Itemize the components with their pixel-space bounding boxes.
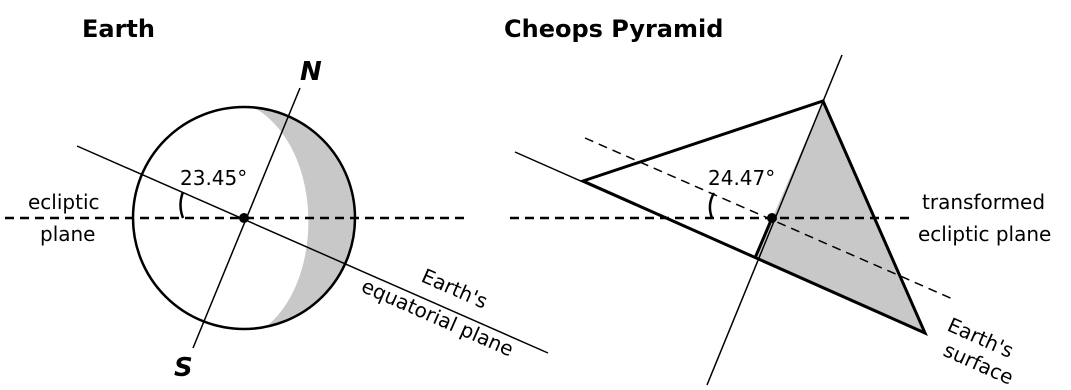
pyramid-panel: Cheops Pyramid 24.47° transformed eclipt… xyxy=(504,15,1051,390)
north-label: N xyxy=(300,57,322,87)
earth-ecliptic-label-1: ecliptic xyxy=(28,190,100,214)
earth-shadow xyxy=(255,107,355,329)
earth-angle-arc xyxy=(179,191,185,219)
earth-angle-label: 23.45° xyxy=(180,166,247,190)
south-label: S xyxy=(174,353,193,383)
earth-center-dot xyxy=(239,213,249,223)
pyramid-angle-label: 24.47° xyxy=(708,166,775,190)
pyramid-center-dot xyxy=(767,213,777,223)
earth-ecliptic-label-2: plane xyxy=(40,222,96,246)
pyramid-angle-arc xyxy=(708,192,716,219)
pyramid-title: Cheops Pyramid xyxy=(504,15,723,43)
pyramid-ecliptic-label-2: ecliptic plane xyxy=(918,222,1051,246)
earth-panel: Earth N S 23.45° ecliptic plane Earth's … xyxy=(5,15,549,383)
earth-title: Earth xyxy=(82,15,155,43)
earth-equatorial-line xyxy=(76,145,549,354)
pyramid-ecliptic-label-1: transformed xyxy=(922,190,1045,214)
pyramid-inner-edge xyxy=(753,217,774,259)
